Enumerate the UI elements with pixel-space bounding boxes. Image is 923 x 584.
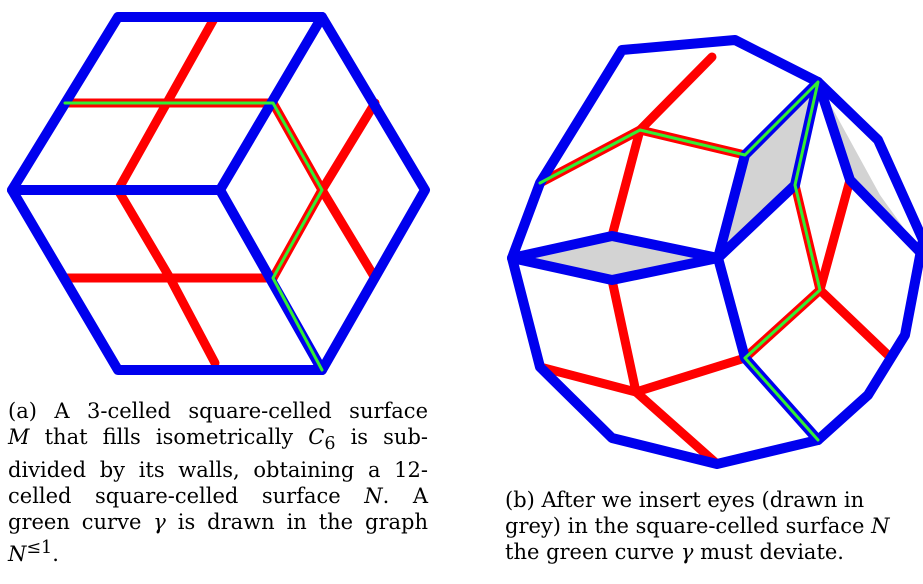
caption-a-text-2b: is sub-: [335, 425, 428, 449]
var-gamma: γ: [153, 510, 166, 535]
caption-a-text-2a: that fills isometrically: [29, 425, 309, 449]
figure-b: [507, 35, 923, 469]
caption-a-tag: (a): [8, 399, 37, 423]
caption-b-text-1: After we insert eyes (drawn in: [541, 488, 865, 512]
caption-a-text-3: divided by its walls, obtaining a 12-: [8, 458, 428, 483]
eye-middle: [718, 82, 818, 258]
var-N-b: N: [871, 514, 890, 538]
caption-b: (b) After we insert eyes (drawn in grey)…: [505, 487, 923, 565]
var-N-superscript: ≤1: [26, 538, 53, 559]
caption-a-line-1: (a) A 3-celled square-celled surface: [8, 398, 428, 424]
caption-b-text-3b: must deviate.: [693, 540, 844, 564]
caption-a-text-5a: green curve: [8, 510, 154, 535]
var-N: N: [364, 484, 383, 509]
caption-a-line-4: celled square-celled surface N. A: [8, 483, 428, 509]
var-C: C: [308, 425, 325, 449]
caption-a: (a) A 3-celled square-celled surface M t…: [8, 398, 428, 567]
caption-b-line-3: the green curve γ must deviate.: [505, 539, 923, 565]
green-curve-a: [63, 101, 324, 372]
caption-a-text-4a: celled square-celled surface: [8, 484, 365, 509]
var-C-subscript: 6: [324, 434, 336, 455]
caption-a-text-5b: is drawn in the graph: [165, 510, 428, 535]
caption-b-tag: (b): [505, 488, 535, 512]
wall-edges-a: [7, 12, 430, 375]
caption-b-text-2: grey) in the square-celled surface: [505, 514, 872, 538]
caption-a-text-1: A 3-celled square-celled surface: [54, 399, 428, 423]
var-gamma-b: γ: [680, 540, 694, 564]
caption-a-text-6: .: [52, 542, 59, 567]
green-curve-b: [538, 80, 822, 442]
caption-b-line-2: grey) in the square-celled surface N: [505, 513, 923, 539]
caption-a-line-2: M that fills isometrically C6 is sub-: [8, 424, 428, 457]
caption-a-text-4b: . A: [382, 484, 428, 509]
caption-a-line-6: N≤1.: [8, 535, 428, 567]
caption-a-line-5: green curve γ is drawn in the graph: [8, 509, 428, 535]
caption-b-line-1: (b) After we insert eyes (drawn in: [505, 487, 923, 513]
caption-b-text-3a: the green curve: [505, 540, 681, 564]
var-N-graph: N: [8, 542, 27, 567]
eye-left: [512, 236, 718, 280]
figure-a: [7, 12, 430, 375]
caption-a-line-3: divided by its walls, obtaining a 12-: [8, 457, 428, 483]
var-M: M: [8, 425, 30, 449]
